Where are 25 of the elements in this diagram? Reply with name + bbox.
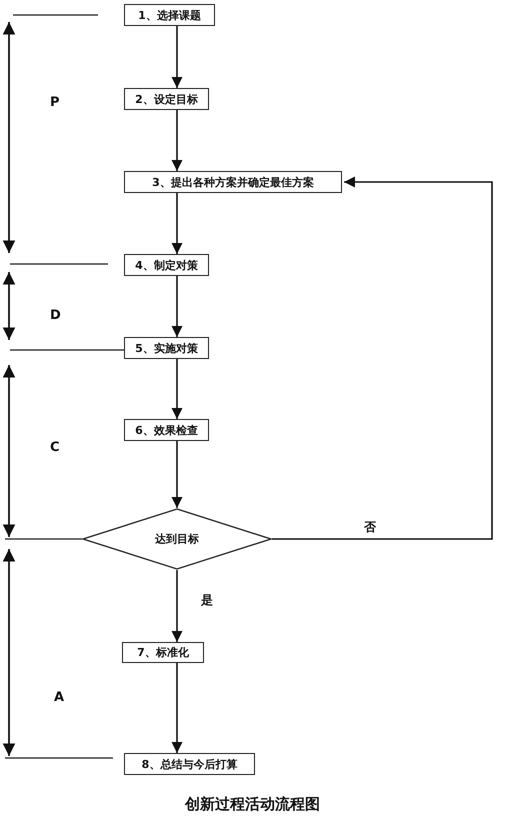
process-box: 8、总结与今后打算 (124, 753, 255, 775)
phase-letter: A (54, 690, 64, 705)
arrow (171, 359, 183, 419)
caption: 创新过程活动流程图 (184, 795, 321, 814)
arrow (171, 663, 183, 753)
process-box: 5、实施对策 (124, 337, 209, 359)
decision-diamond: 达到目标 (82, 508, 272, 570)
process-box: 2、设定目标 (124, 88, 209, 110)
process-box: 3、提出各种方案并确定最佳方案 (124, 171, 342, 193)
arrow (171, 110, 183, 171)
phase-letter: C (50, 440, 60, 455)
process-box: 6、效果检查 (124, 419, 209, 441)
edge-label: 否 (362, 519, 378, 536)
arrow (171, 193, 183, 254)
arrow (171, 276, 183, 337)
arrow (171, 26, 183, 88)
arrow (171, 441, 183, 508)
phase-letter: P (50, 95, 60, 110)
edge-label: 是 (199, 592, 215, 609)
arrow (272, 176, 493, 540)
arrow (171, 570, 183, 642)
process-box: 7、标准化 (122, 642, 204, 663)
phase-letter: D (50, 308, 61, 323)
process-box: 1、选择课题 (124, 4, 215, 26)
process-box: 4、制定对策 (124, 254, 209, 276)
